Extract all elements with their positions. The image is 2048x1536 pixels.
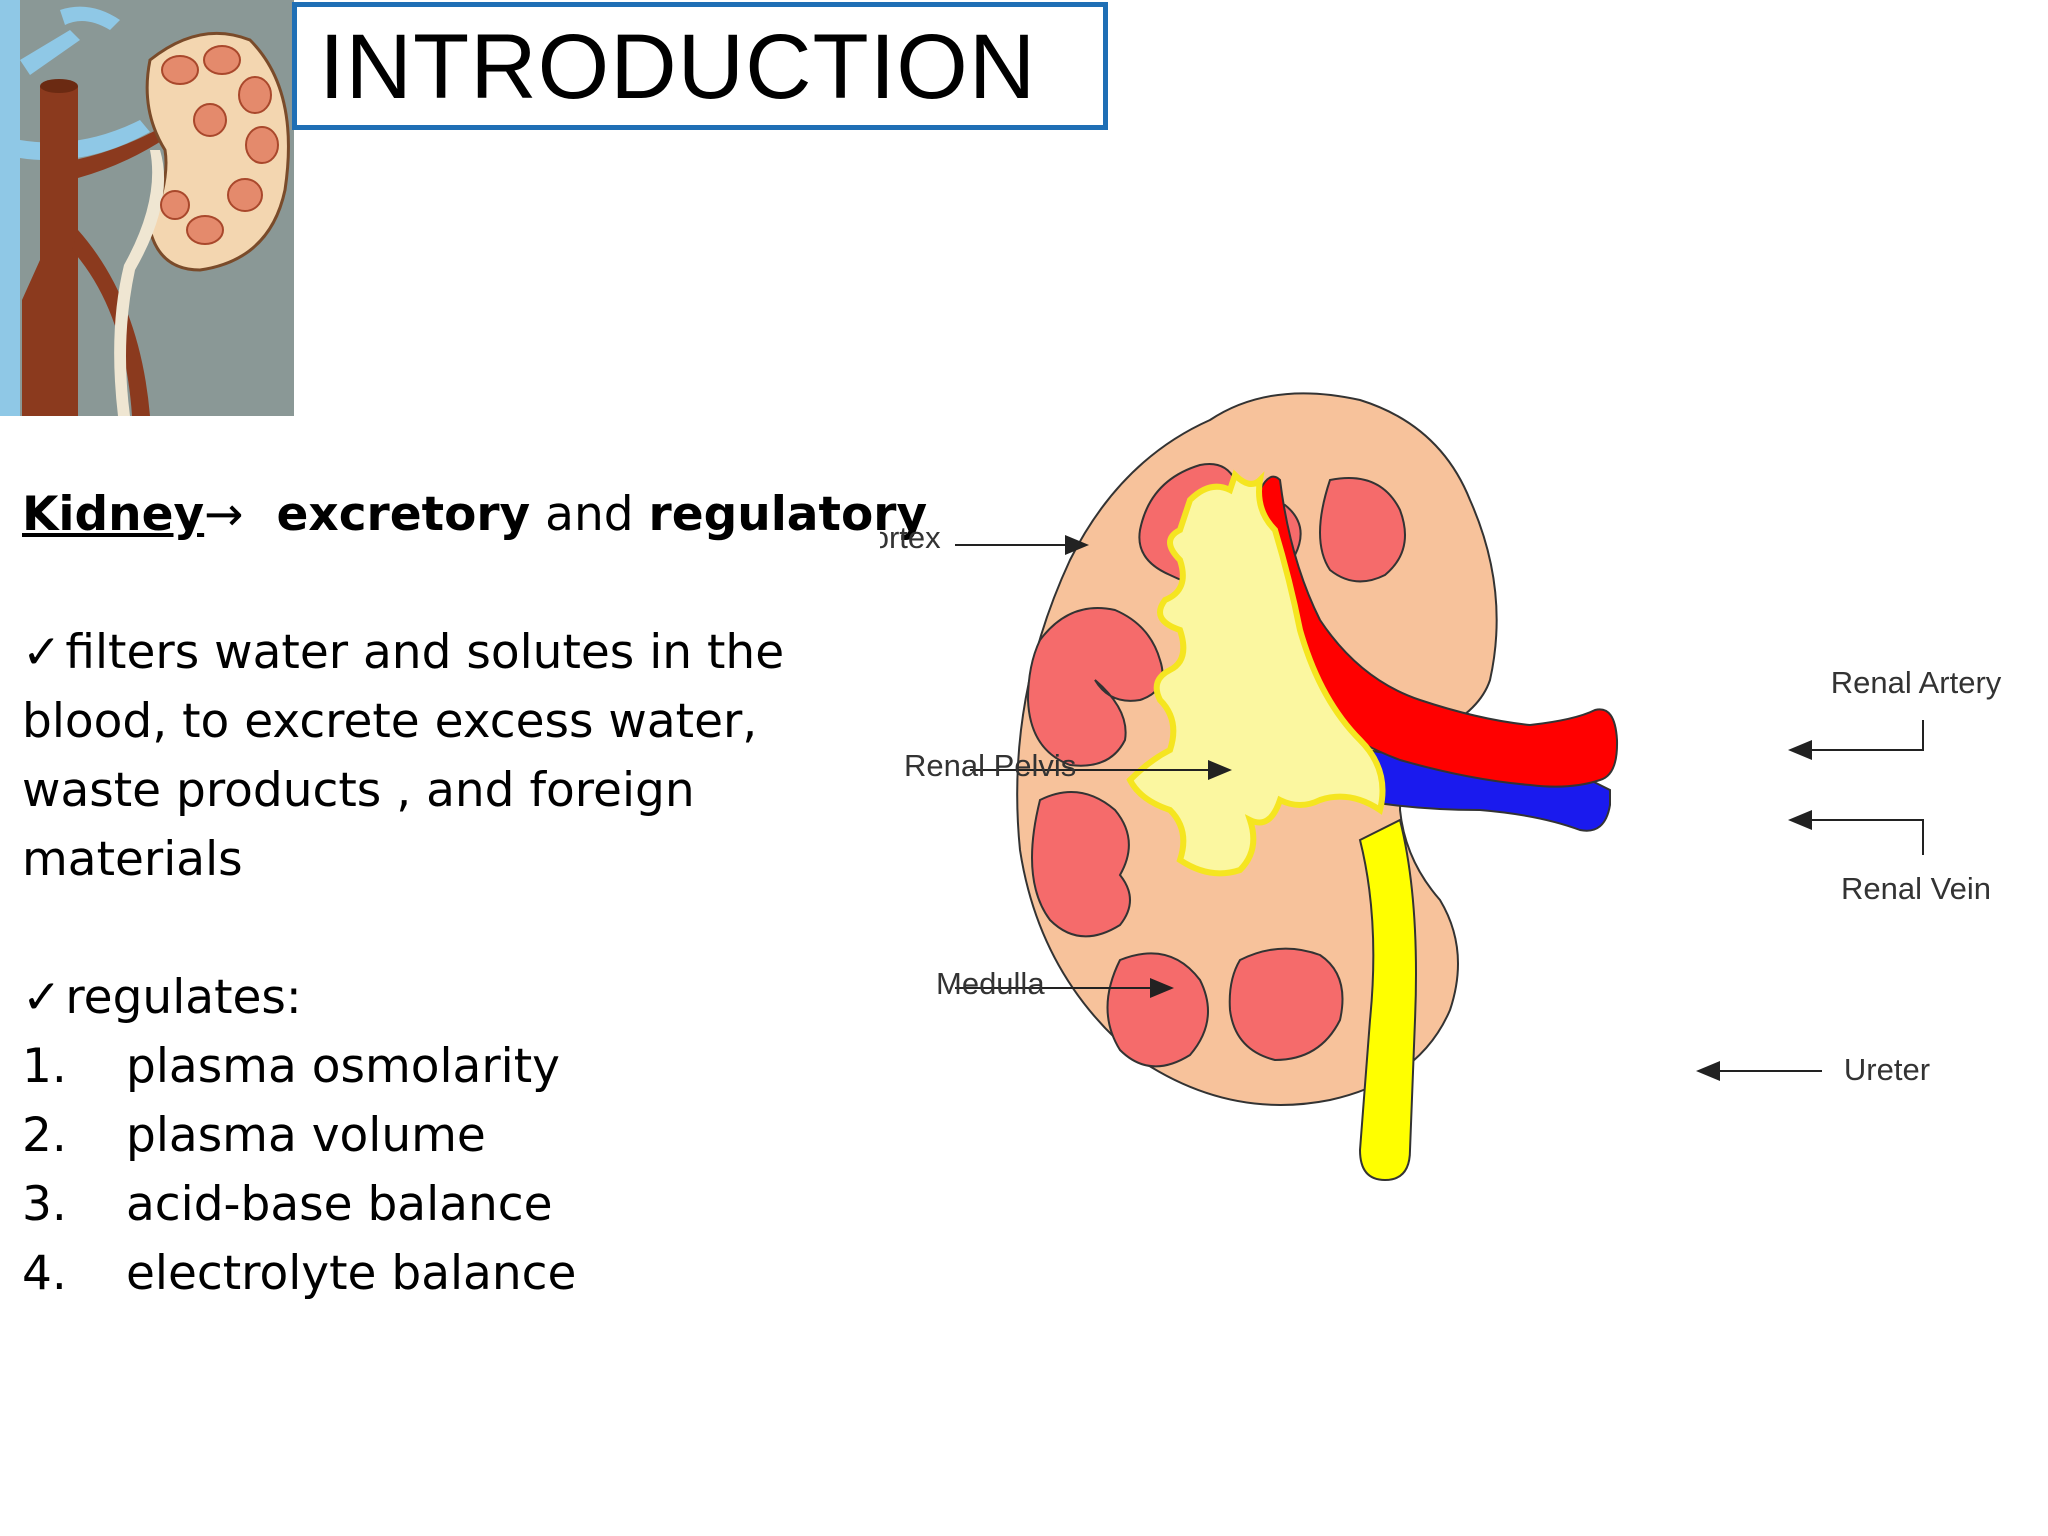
check-icon: ✓	[22, 625, 62, 680]
list-text: plasma volume	[126, 1108, 486, 1163]
label-renal-pelvis: Renal Pelvis	[904, 748, 1076, 783]
filter-line-4: materials	[22, 832, 243, 887]
kidney-renal-pelvis	[1126, 469, 1386, 877]
intro-arrow: →	[204, 487, 244, 542]
label-ureter: Ureter	[1844, 1052, 1930, 1087]
filter-line-1: ✓filters water and solutes in the	[22, 618, 882, 687]
regulates-label: regulates:	[65, 970, 302, 1025]
regulates-line: ✓regulates:	[22, 963, 882, 1032]
illustration-aorta	[22, 86, 78, 416]
kidney-ureter	[1358, 818, 1417, 1182]
subject-kidney: Kidney	[22, 487, 205, 542]
list-number: 2.	[22, 1108, 67, 1163]
intro-conjunction: and	[545, 487, 634, 542]
renal-vein-arrow	[1788, 810, 1924, 855]
slide-title: INTRODUCTION	[319, 16, 1037, 118]
list-text: acid-base balance	[126, 1177, 553, 1232]
illustration-pyramids	[160, 45, 279, 245]
spacer	[22, 894, 882, 963]
title-box: INTRODUCTION	[292, 2, 1108, 130]
illustration-vein-top	[60, 6, 120, 31]
kidney-medulla	[1026, 463, 1406, 1068]
check-icon: ✓	[22, 970, 62, 1025]
kidney-diagram: Cortex Renal Pelvis Medulla Renal Artery…	[880, 392, 2002, 1182]
illustration-vein-branch	[20, 30, 80, 75]
list-text: electrolyte balance	[126, 1246, 577, 1301]
illustration-aorta-top	[40, 79, 78, 93]
intro-line: Kidney→ excretory and regulatory	[22, 480, 927, 549]
illustration-ureter-light	[114, 150, 165, 416]
label-medulla: Medulla	[936, 966, 1045, 1001]
renal-artery-arrow	[1788, 720, 1924, 760]
illustration-renal-artery	[75, 128, 166, 178]
list-item: 1. plasma osmolarity	[22, 1032, 882, 1101]
list-text: plasma osmolarity	[126, 1039, 560, 1094]
list-number: 1.	[22, 1039, 67, 1094]
filter-line-3: waste products , and foreign	[22, 763, 695, 818]
list-item: 3. acid-base balance	[22, 1170, 882, 1239]
filter-line-2: blood, to excrete excess water,	[22, 694, 758, 749]
label-renal-vein: Renal Vein	[1841, 871, 1991, 906]
body-text: Kidney→ excretory and regulatory ✓filter…	[22, 480, 927, 1308]
list-item: 2. plasma volume	[22, 1101, 882, 1170]
list-number: 4.	[22, 1246, 67, 1301]
label-cortex: Cortex	[880, 520, 941, 555]
corner-kidney-illustration	[0, 0, 294, 416]
illustration-ureter-dark	[72, 230, 150, 416]
list-number: 3.	[22, 1177, 67, 1232]
role-regulatory: regulatory	[648, 487, 928, 542]
illustration-vena-cava	[0, 0, 20, 416]
filter-text-1: filters water and solutes in the	[65, 625, 785, 680]
label-renal-artery: Renal Artery	[1831, 665, 2002, 700]
spacer	[22, 549, 882, 618]
role-excretory: excretory	[276, 487, 531, 542]
list-item: 4. electrolyte balance	[22, 1239, 882, 1308]
